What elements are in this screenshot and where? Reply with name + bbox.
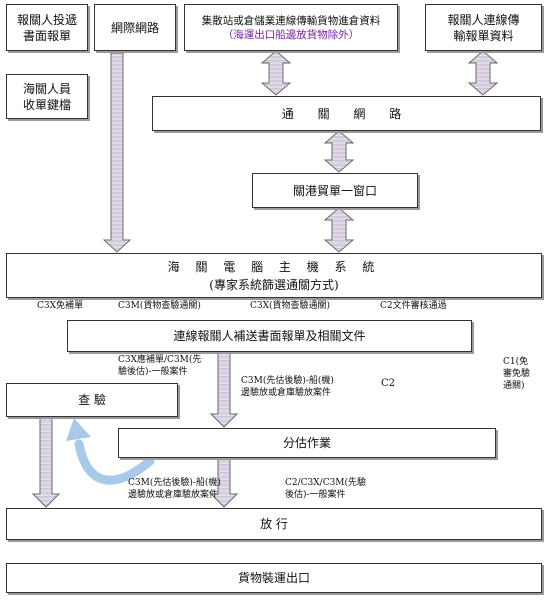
shipment-label: 貨物裝運出口 xyxy=(237,571,310,585)
customs-receipt-label: 海關人員 收單鍵檔 xyxy=(22,81,71,112)
declarant-online-label: 報關人連線傳 輸報單資料 xyxy=(447,12,520,43)
c3m-goods-label: C3M(貨物查驗通關) xyxy=(118,301,201,311)
c2-docs-label: C2文件審核通過 xyxy=(380,301,447,311)
internet-label: 網際網路 xyxy=(110,20,159,35)
c3x-cargo-label: C3X(貨物查驗通關) xyxy=(250,301,331,311)
release-box: 放 行 xyxy=(6,508,542,540)
declarant-online-box: 報關人連線傳 輸報單資料 xyxy=(425,4,542,51)
supplement-docs-box: 連線報關人補送書面報單及相關文件 xyxy=(67,320,472,352)
single-window-label: 關港貿單一窗口 xyxy=(292,183,377,198)
assessment-to-inspection-curve-arrow xyxy=(74,439,155,485)
online-network-arrow xyxy=(467,50,499,96)
c2-label: C2 xyxy=(381,378,396,389)
declarant-paper-label: 報關人投遞 書面報單 xyxy=(16,12,77,43)
mainframe-box: 海 關 電 腦 主 機 系 統 (專家系統篩選通關方式) xyxy=(6,253,542,298)
internet-box: 網際網路 xyxy=(94,4,176,51)
network-window-arrow xyxy=(323,130,355,173)
c3m-pre-ship-label-2: C3M(先估後驗)-船(機) 邊驗放或倉庫驗放案件 xyxy=(128,478,221,500)
c2-c3x-c3m-label: C2/C3X/C3M(先驗 後估)-一般案件 xyxy=(285,478,367,500)
c3x-c3m-pre-label: C3X應補單/C3M(先 驗後估)-一般案件 xyxy=(118,355,202,377)
clearance-network-box: 通 關 網 路 xyxy=(152,96,541,131)
c1-label: C1(免 審免驗 通關) xyxy=(503,357,531,391)
assessment-box: 分估作業 xyxy=(118,428,496,458)
release-label: 放 行 xyxy=(260,517,288,531)
c3m-pre-ship-label: C3M(先估後驗)-船(機) 邊驗放或倉庫驗放案件 xyxy=(241,376,334,398)
consolidation-network-arrow xyxy=(260,50,292,96)
inspection-box: 查 驗 xyxy=(6,383,178,417)
c3x-supplement-label: C3X免補單 xyxy=(37,301,84,311)
inspection-to-release-arrow xyxy=(31,417,61,508)
single-window-box: 關港貿單一窗口 xyxy=(252,173,418,208)
curve-arrow-head xyxy=(66,418,91,441)
shipment-box: 貨物裝運出口 xyxy=(6,563,542,593)
consolidation-note: （海運出口船邊放貨物除外） xyxy=(222,28,360,41)
assessment-label: 分估作業 xyxy=(282,436,331,450)
inspection-label: 查 驗 xyxy=(78,393,106,407)
clearance-network-label: 通 關 網 路 xyxy=(281,106,412,121)
customs-receipt-box: 海關人員 收單鍵檔 xyxy=(6,74,88,119)
consolidation-label: 集散站或倉儲業連線傳輸貨物進倉資料 xyxy=(201,14,381,27)
internet-to-mainframe-arrow xyxy=(102,52,132,253)
consolidation-box: 集散站或倉儲業連線傳輸貨物進倉資料 （海運出口船邊放貨物除外） xyxy=(184,4,398,51)
assessment-to-release-arrow xyxy=(209,456,239,508)
declarant-paper-box: 報關人投遞 書面報單 xyxy=(6,4,88,51)
mainframe-subtitle: (專家系統篩選通關方式) xyxy=(209,277,339,292)
window-mainframe-arrow xyxy=(323,207,355,253)
supplement-to-assessment-arrow xyxy=(209,352,239,428)
supplement-docs-label: 連線報關人補送書面報單及相關文件 xyxy=(173,329,366,343)
mainframe-title: 海 關 電 腦 主 機 系 統 xyxy=(167,259,381,274)
